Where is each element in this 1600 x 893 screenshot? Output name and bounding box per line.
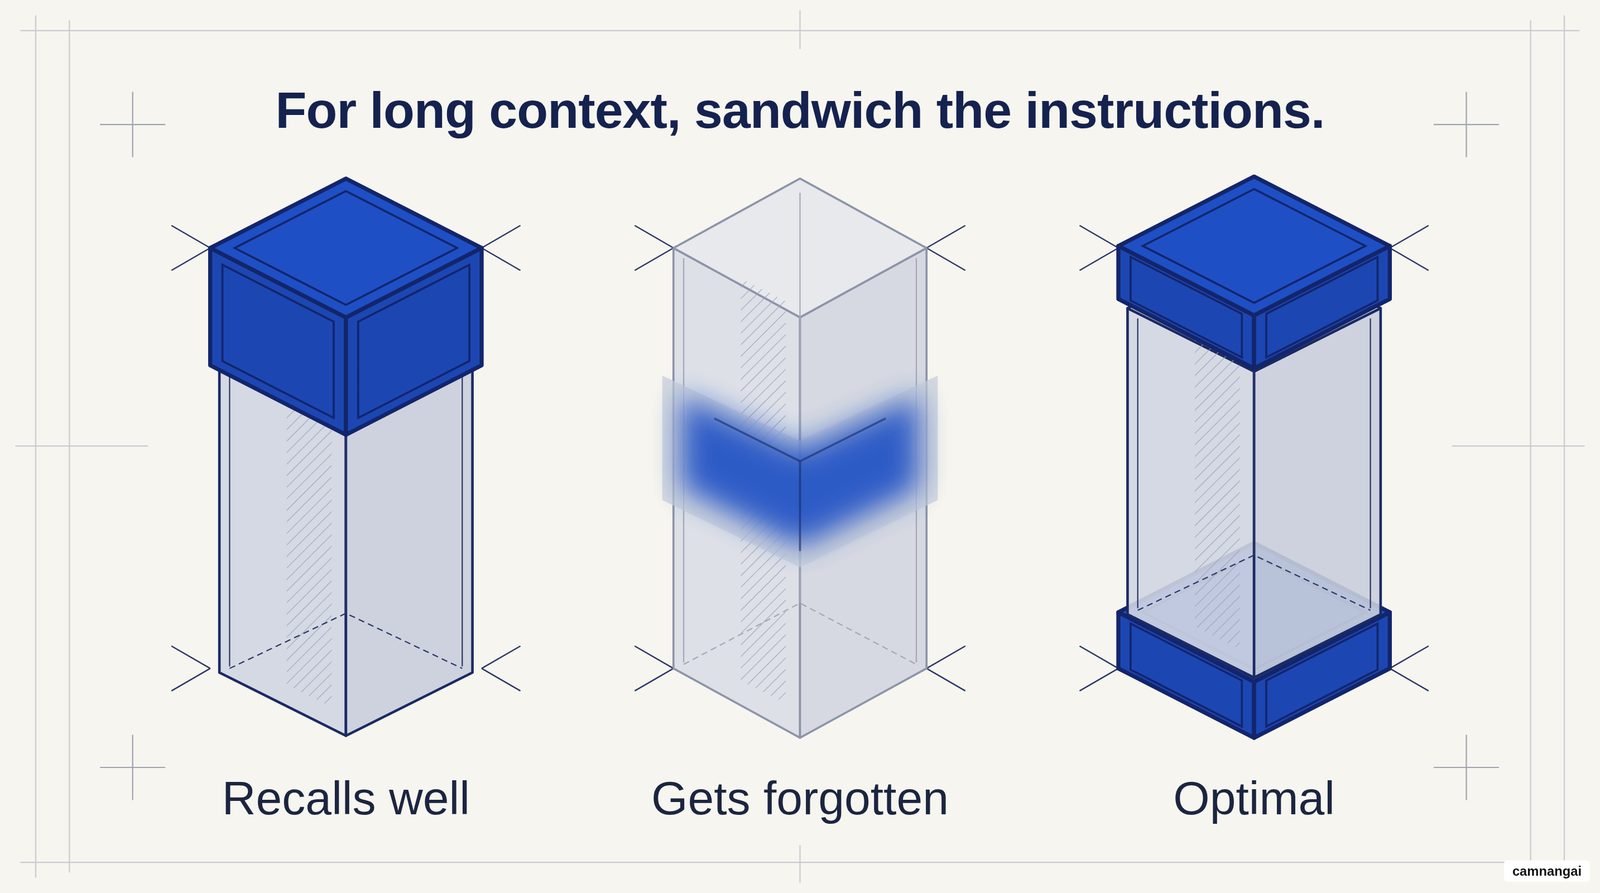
guide-line [799, 844, 801, 883]
prism-face [1118, 176, 1390, 316]
tick [481, 645, 521, 669]
tick [634, 668, 674, 691]
tick [481, 668, 521, 691]
blue-cap-top [210, 178, 482, 435]
glass-body [673, 178, 927, 738]
inner-edge [1137, 318, 1139, 608]
cap-inset [1266, 256, 1378, 358]
tick [171, 645, 210, 669]
tick [1389, 668, 1429, 691]
title: For long context, sandwich the instructi… [275, 80, 1325, 140]
tick [171, 668, 210, 691]
hatched-stripe [286, 396, 332, 708]
guide-line [1452, 445, 1585, 447]
tick [926, 225, 965, 248]
tick [1389, 645, 1429, 669]
cap-inset [1142, 189, 1366, 304]
inner-edge [461, 376, 463, 667]
tick [481, 247, 521, 271]
tick [634, 225, 674, 248]
tick [1079, 247, 1118, 271]
faded-edge [714, 418, 886, 462]
cap-inset [1130, 256, 1242, 358]
tick [481, 225, 521, 248]
cap-inset [358, 264, 470, 418]
caption-label: Optimal [1173, 770, 1335, 826]
blue-cap-top [1118, 176, 1390, 369]
tick [171, 247, 210, 271]
guide-line [15, 445, 148, 447]
tick [1389, 247, 1429, 271]
crosshair [1465, 734, 1467, 800]
tick [634, 645, 674, 669]
crosshair [132, 92, 134, 158]
construction-lines [15, 10, 1585, 883]
inner-edge [1370, 318, 1372, 608]
tick [926, 668, 965, 691]
cap-inset [222, 264, 334, 418]
tick [1079, 668, 1118, 691]
tick [1079, 645, 1118, 669]
faded-band [662, 375, 939, 568]
tick [1389, 225, 1429, 248]
inner-edge [228, 376, 230, 667]
guide-line [799, 10, 801, 49]
watermark: camnangai [1504, 859, 1590, 881]
crosshair [132, 734, 134, 800]
caption-label: Gets forgotten [651, 770, 949, 826]
caption-label: Recalls well [222, 770, 470, 826]
back-edge [799, 193, 801, 604]
prism-recalls [171, 178, 521, 736]
tick [926, 645, 965, 669]
tick [1079, 225, 1118, 248]
tick [926, 247, 965, 271]
prism-optimal [1079, 176, 1429, 738]
back-edge [1137, 555, 1371, 611]
hatched-stripe [1194, 338, 1240, 650]
prism-face [210, 178, 482, 318]
tick [171, 225, 210, 248]
prism-forgotten [634, 178, 965, 738]
crosshair [1465, 92, 1467, 158]
prism-face [1253, 308, 1381, 678]
prism-face [1127, 308, 1254, 678]
tick [634, 247, 674, 271]
faded-edge [799, 460, 802, 551]
back-edge [229, 613, 463, 669]
back-edge [683, 603, 917, 665]
